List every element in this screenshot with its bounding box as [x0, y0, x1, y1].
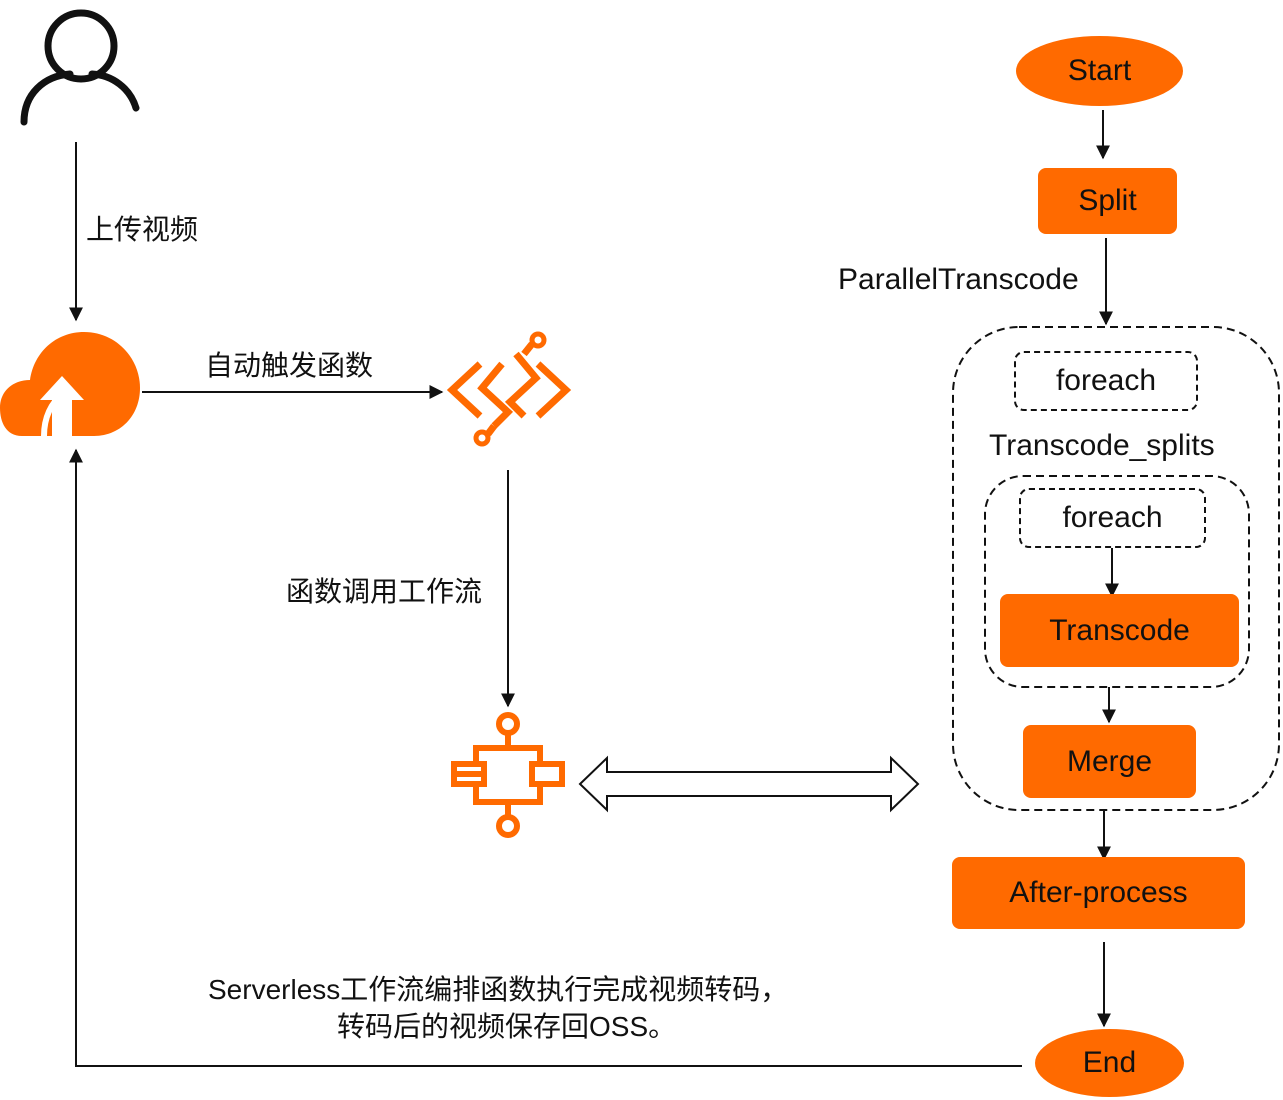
serverless-workflow-icon	[451, 712, 565, 838]
parallel-transcode-container	[952, 326, 1280, 811]
upload-video-label: 上传视频	[86, 214, 199, 245]
split-node: Split	[1038, 168, 1177, 234]
return-arrow	[69, 448, 1022, 1067]
invoke-workflow-label: 函数调用工作流	[286, 576, 483, 607]
after-process-node: After-process	[952, 857, 1245, 929]
user-icon	[20, 9, 140, 126]
transcode-node: Transcode	[1000, 594, 1239, 667]
outer-foreach-node: foreach	[1014, 351, 1198, 411]
transcode-splits-container	[984, 475, 1250, 688]
end-node: End	[1035, 1029, 1184, 1097]
start-node: Start	[1016, 36, 1183, 106]
auto-trigger-label: 自动触发函数	[205, 350, 374, 381]
bidirectional-arrow-icon	[578, 755, 920, 813]
parallel-transcode-label: ParallelTranscode	[838, 263, 1079, 296]
transcode-splits-label: Transcode_splits	[989, 429, 1215, 462]
inner-foreach-node: foreach	[1019, 488, 1206, 548]
function-compute-icon	[446, 331, 572, 447]
return-label-line1: Serverless工作流编排函数执行完成视频转码，	[208, 974, 789, 1005]
return-label-line2: 转码后的视频保存回OSS。	[337, 1011, 677, 1042]
merge-node: Merge	[1023, 725, 1196, 798]
oss-upload-cloud-icon	[0, 332, 140, 437]
